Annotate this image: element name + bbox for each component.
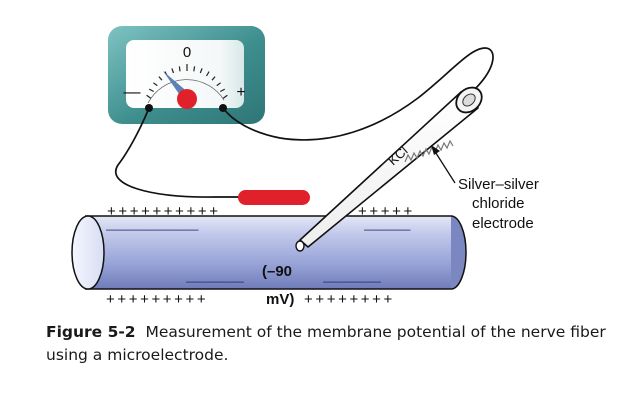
voltmeter: 0 — +	[108, 26, 265, 124]
fiber-left-cap	[71, 215, 105, 290]
meter-scale-ticks	[146, 64, 228, 104]
electrode-tube	[299, 91, 479, 248]
charges-bottom-left: +++++++++	[106, 291, 208, 308]
wire-left	[115, 107, 243, 198]
fiber-right-end	[450, 215, 467, 290]
microelectrode: KCl	[295, 86, 483, 252]
meter-minus-label: —	[124, 82, 141, 101]
red-bar	[238, 190, 310, 205]
dashes-top-left: ————————	[106, 222, 199, 236]
charges-top-left: ++++++++++	[107, 203, 221, 220]
silver-wire	[404, 139, 454, 163]
callout-leader	[433, 149, 456, 184]
meter-plus-label: +	[236, 84, 245, 101]
meter-zero-label: 0	[183, 44, 191, 61]
callout-line-3: electrode	[472, 215, 534, 232]
dashes-bottom-right: —————	[323, 274, 381, 288]
charges-bottom-right: ++++++++	[304, 291, 395, 308]
electrode-opening-inner	[462, 93, 476, 107]
fiber-body	[85, 216, 451, 289]
charges-top-right: +++++	[358, 203, 415, 220]
potential-value: (–90	[262, 263, 292, 280]
callout-arrowhead	[431, 145, 440, 155]
figure-caption-text: Measurement of the membrane potential of…	[46, 323, 606, 364]
wire-right	[222, 47, 494, 141]
dashes-top-right: ————	[364, 222, 411, 236]
callout-line-1: Silver–silver	[458, 176, 539, 193]
dashes-bottom-left: —————	[186, 274, 244, 288]
nerve-fiber	[71, 215, 467, 290]
callout-line-2: chloride	[472, 195, 525, 212]
potential-unit: mV)	[266, 291, 294, 308]
electrode-tip	[295, 240, 305, 252]
figure-label: Figure 5-2	[46, 323, 136, 341]
figure-caption: Figure 5-2 Measurement of the membrane p…	[46, 321, 636, 367]
meter-pivot	[177, 89, 197, 109]
meter-face	[126, 40, 244, 108]
